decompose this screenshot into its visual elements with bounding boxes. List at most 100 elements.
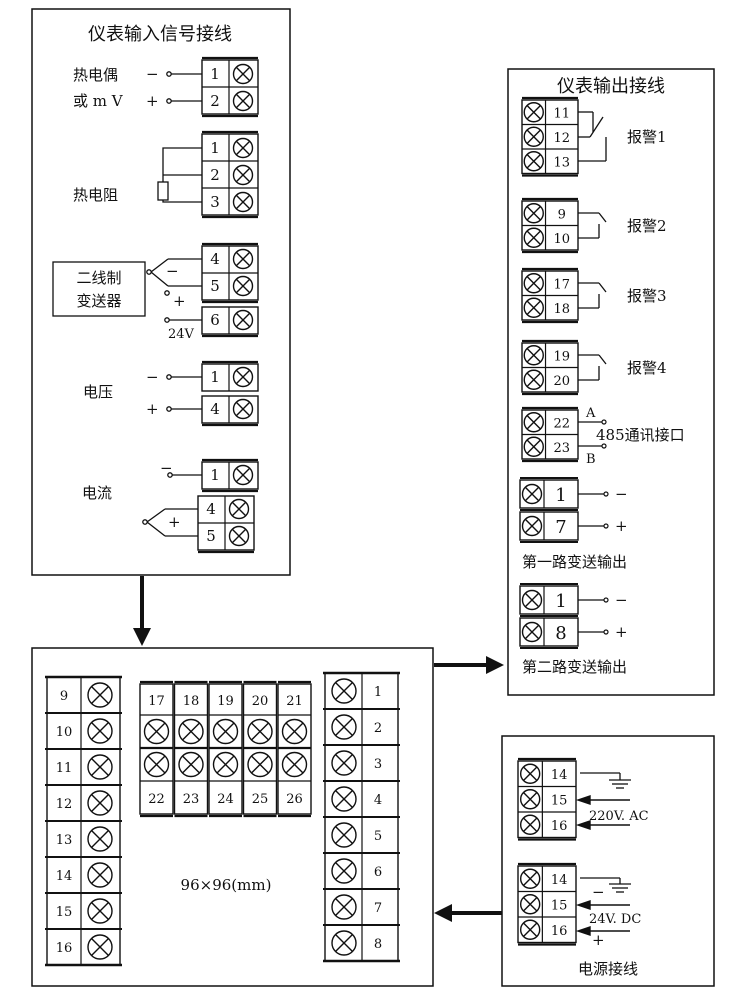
terminal-number: 19	[553, 349, 570, 364]
output-panel-title: 仪表输出接线	[557, 76, 665, 97]
screw-icon	[519, 919, 541, 940]
comm-a-label: A	[585, 406, 596, 421]
terminal-number: 14	[551, 873, 568, 888]
alarm2-label: 报警2	[627, 217, 667, 235]
screw-icon	[523, 273, 544, 294]
screw-icon	[232, 366, 254, 388]
dc-plus-sign: +	[592, 931, 605, 949]
screw-icon	[232, 398, 254, 420]
terminal-number: 1	[555, 591, 566, 612]
terminal-number: 9	[60, 689, 68, 704]
terminal-number: 15	[551, 793, 568, 808]
screw-icon	[232, 63, 254, 85]
ac-voltage-label: 220V. AC	[589, 809, 649, 824]
screw-icon	[232, 275, 254, 297]
tx2-plus-sign: +	[615, 623, 628, 641]
arrow-down-icon	[133, 576, 151, 646]
screw-icon	[232, 137, 254, 159]
terminal-number: 24	[217, 792, 234, 807]
terminal-number: 1	[374, 685, 382, 700]
screw-icon	[232, 164, 254, 186]
transmitter-box	[52, 261, 146, 317]
screw-icon	[519, 763, 541, 784]
ground-icon	[580, 772, 631, 789]
arrow-left-icon	[434, 904, 502, 922]
screw-icon	[521, 589, 543, 611]
transmitter-plus-sign: +	[173, 292, 186, 310]
terminal-number: 3	[210, 193, 220, 211]
rtd-terminal-block: 1 2 3	[201, 130, 259, 219]
terminal-number: 23	[553, 441, 570, 456]
tx2-label: 第二路变送输出	[522, 658, 627, 676]
tx1-plus-sign: +	[615, 517, 628, 535]
screw-icon	[232, 464, 254, 486]
terminal-number: 1	[210, 139, 220, 157]
terminal-number: 20	[252, 694, 269, 709]
power-panel-title: 电源接线	[578, 960, 638, 978]
terminal-number: 8	[374, 937, 382, 952]
terminal-number: 4	[210, 400, 220, 418]
terminal-number: 20	[553, 374, 570, 389]
tc-plus-sign: +	[146, 92, 159, 110]
terminal-number: 10	[56, 725, 73, 740]
terminal-number: 10	[553, 232, 570, 247]
terminal-number: 14	[56, 869, 73, 884]
screw-icon	[521, 483, 543, 505]
dc-minus-sign: −	[592, 883, 605, 901]
voltage-minus-sign: −	[146, 368, 159, 386]
terminal-number: 4	[206, 500, 216, 518]
terminal-number: 9	[558, 207, 566, 222]
input-panel: 仪表输入信号接线 热电偶 或 m V − + 1 2 热电阻	[31, 8, 291, 576]
terminal-number: 2	[210, 166, 220, 184]
screw-icon	[523, 151, 544, 172]
tx1-terminal-block: 17	[519, 477, 579, 543]
terminal-number: 17	[553, 277, 570, 292]
terminal-number: 5	[374, 829, 382, 844]
arrow-right-icon	[434, 656, 504, 674]
terminal-number: 1	[210, 368, 220, 386]
screw-icon	[232, 191, 254, 213]
ground-icon	[580, 877, 631, 893]
terminal-number: 1	[555, 485, 566, 506]
terminal-number: 2	[210, 92, 220, 110]
current-plus-sign: +	[168, 513, 181, 531]
terminal-number: 23	[183, 792, 200, 807]
terminal-number: 25	[252, 792, 269, 807]
transmitter-minus-sign: −	[166, 262, 179, 280]
screw-icon	[523, 369, 544, 390]
terminal-number: 21	[286, 694, 303, 709]
screw-icon	[519, 894, 541, 915]
transmitter-label: 二线制	[76, 269, 121, 287]
terminal-number: 15	[56, 905, 73, 920]
tx2-minus-sign: −	[615, 591, 628, 609]
screw-icon	[523, 412, 544, 433]
terminal-number: 16	[551, 924, 568, 939]
screw-icon	[523, 297, 544, 318]
tx2-terminal-block: 18	[519, 583, 579, 649]
terminal-number: 22	[553, 416, 570, 431]
terminal-number: 14	[551, 768, 568, 783]
transmitter-terminal-block: 4 5 6	[201, 242, 259, 338]
terminal-number: 12	[553, 131, 570, 146]
screw-icon	[228, 525, 250, 547]
alarm4-label: 报警4	[627, 359, 667, 377]
input-panel-title: 仪表输入信号接线	[88, 24, 232, 45]
alarm1-label: 报警1	[627, 128, 667, 146]
current-label: 电流	[82, 484, 112, 502]
terminal-number: 13	[553, 155, 570, 170]
terminal-number: 1	[210, 466, 220, 484]
panel-size-label: 96×96(mm)	[181, 876, 272, 894]
voltage-plus-sign: +	[146, 400, 159, 418]
tx1-minus-sign: −	[615, 485, 628, 503]
screw-icon	[523, 227, 544, 248]
screw-icon	[521, 515, 543, 537]
instrument-rear-panel: 9101112131415161234567817221823192420252…	[31, 647, 434, 987]
